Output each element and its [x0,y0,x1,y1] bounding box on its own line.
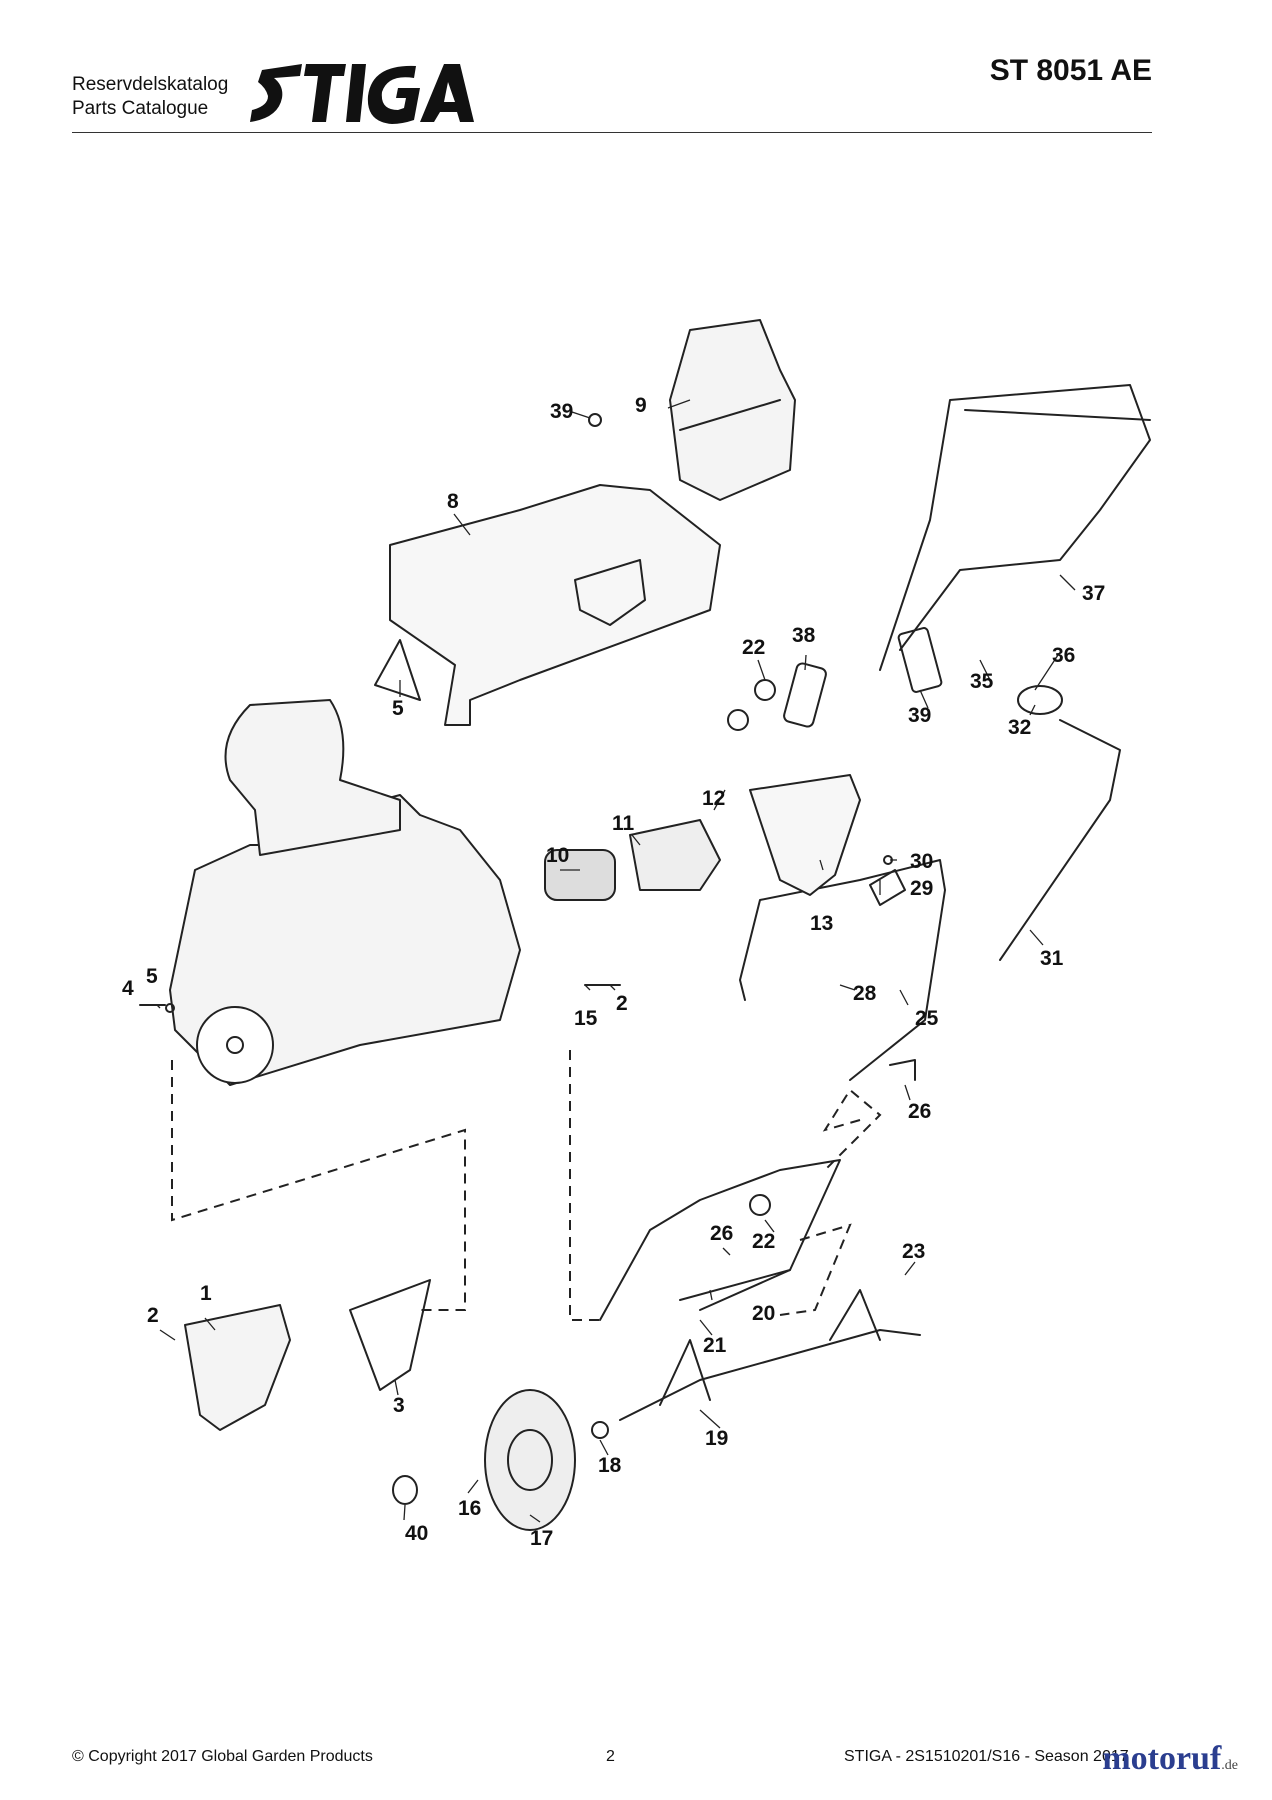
hub-cap [392,1475,418,1505]
callout-2-lower: 2 [147,1304,159,1327]
cable [999,719,1121,961]
page-number: 2 [606,1748,615,1765]
callout-24: 26 [710,1222,733,1245]
callout-22-lower: 22 [752,1230,775,1253]
callout-29: 28 [853,982,877,1005]
callout-31: 32 [1008,716,1031,739]
watermark: motoruf.de [1102,1740,1238,1778]
model-number: ST 8051 AE [989,54,1152,87]
callout-5: 5 [146,965,158,988]
stiga-logo [250,64,474,124]
plate [783,662,827,728]
upper-cover [389,484,721,726]
handle-bar [739,859,946,1081]
document-reference: STIGA - 2S1510201/S16 - Season 2017 [844,1748,1129,1765]
callout-10: 9 [635,394,647,417]
callout-20: 20 [752,1302,775,1325]
callout-3: 3 [393,1394,405,1417]
battery-box [669,319,796,501]
callout-14: 13 [810,912,833,935]
clip-26 [889,1059,916,1081]
header-divider [72,132,1152,133]
callout-28: 30 [910,850,933,873]
callout-40: 40 [405,1522,428,1545]
side-panel [749,774,861,896]
watermark-tld: .de [1221,1758,1238,1773]
callout-18: 18 [598,1454,622,1477]
knob [754,679,776,701]
callout-16: 16 [458,1497,481,1520]
callout-21: 21 [703,1334,727,1357]
callout-19: 19 [705,1427,728,1450]
callout-30: 31 [1040,947,1064,970]
callout-9: 8 [447,490,459,513]
callout-2-upper: 2 [616,992,628,1015]
callout-25: 25 [915,1007,939,1030]
upper-handle [879,384,1151,671]
motor [544,849,616,901]
callout-11: 10 [546,844,569,867]
copyright-text: © Copyright 2017 Global Garden Products [72,1748,373,1765]
clip [897,627,943,693]
callout-22: 22 [742,636,765,659]
grip [1017,685,1063,715]
callout-4: 4 [122,977,134,1000]
callout-23: 23 [902,1240,925,1263]
housing-wheel [196,1006,274,1084]
callout-39: 39 [550,400,573,423]
catalog-title-english: Parts Catalogue [72,98,209,119]
callout-15: 15 [574,1007,598,1030]
callout-1: 1 [200,1282,212,1305]
side-cover [184,1304,291,1431]
dashed-link-handle [822,1088,882,1171]
callout-38: 38 [792,624,816,647]
catalog-title-swedish: Reservdelskatalog [72,74,229,95]
bracket [869,869,906,906]
dashed-link-belt [171,1060,466,1311]
dashed-link-lower [779,1223,852,1316]
drive-belt [349,1279,431,1391]
cap [588,413,602,427]
triangle-label [374,639,421,701]
callout-32: 36 [1052,644,1075,667]
callout-17: 17 [530,1527,553,1550]
callout-36: 35 [970,670,994,693]
callout-26: 26 [908,1100,931,1123]
callout-35: 37 [1082,582,1105,605]
axle-assembly [619,1329,921,1421]
dashed-link-frame [569,1050,600,1321]
callout-37: 39 [908,704,931,727]
callout-27: 29 [910,877,933,900]
callout-8: 5 [392,697,404,720]
callout-13: 12 [702,787,725,810]
callout-12: 11 [612,812,635,835]
wheel [484,1389,576,1531]
watermark-name: motoruf [1102,1740,1222,1777]
gear-housing [629,819,721,891]
discharge-chute [224,699,401,856]
